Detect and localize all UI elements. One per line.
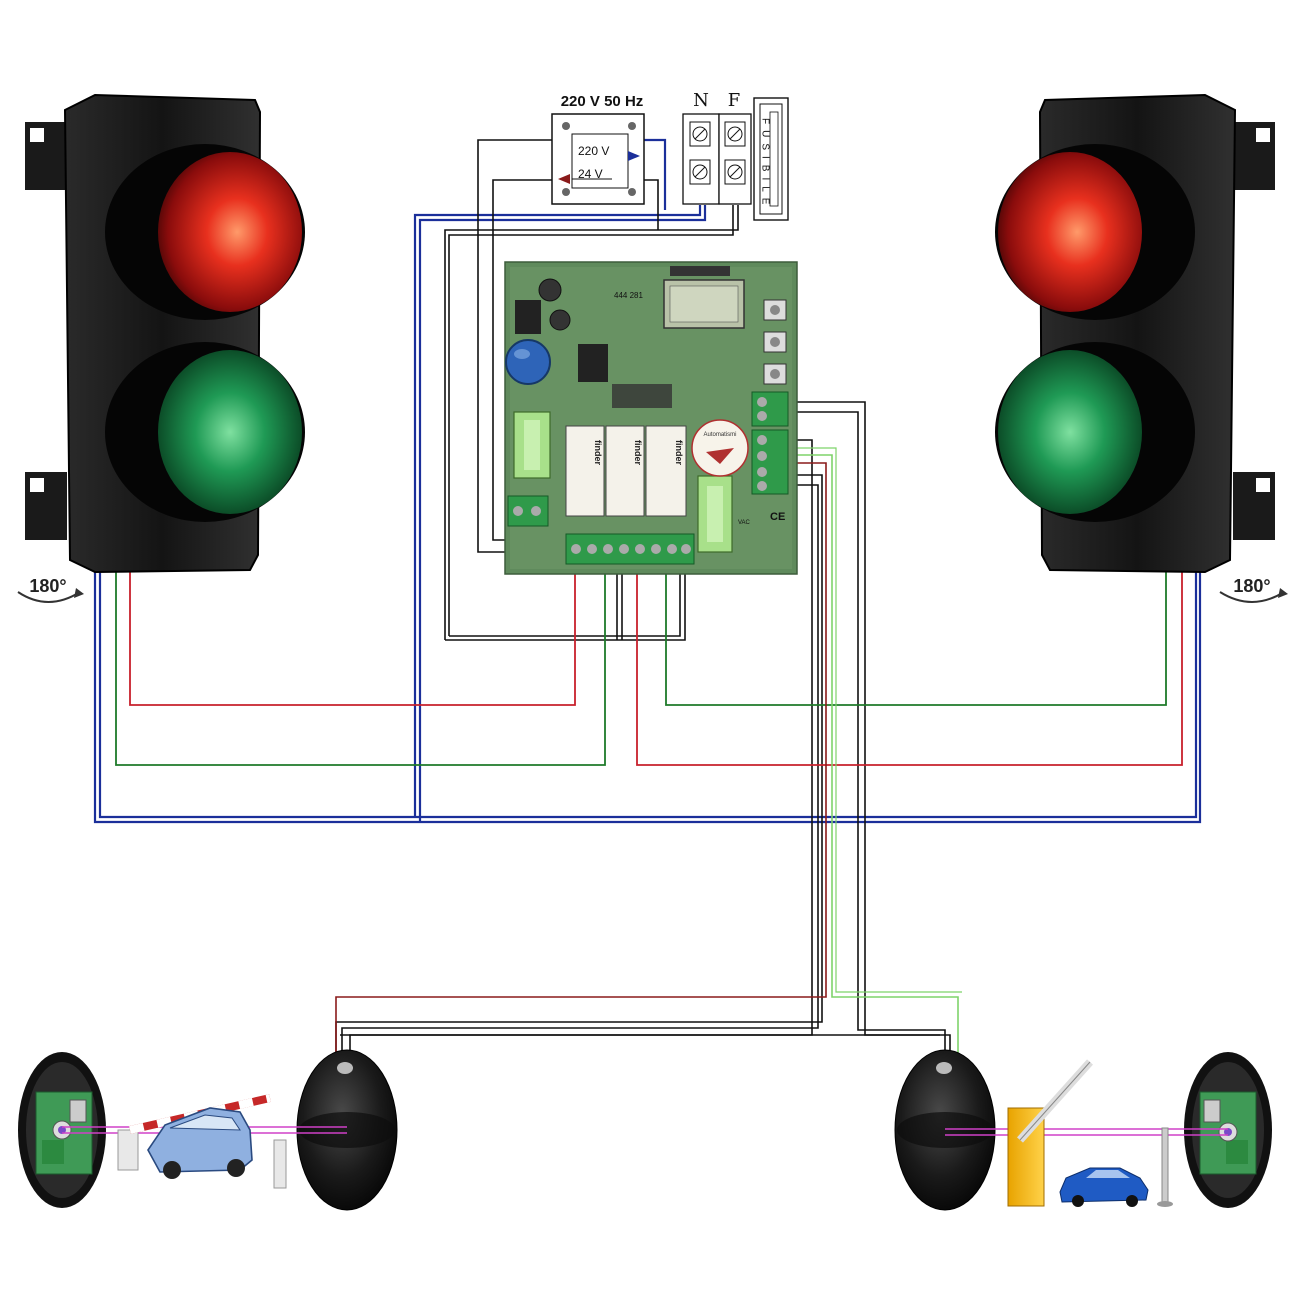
board-terminals-left: [507, 495, 549, 527]
board-badge: Automatismi: [691, 419, 749, 477]
scene-left-car-barrier: [117, 1094, 287, 1189]
traffic-light-right: 180°: [995, 93, 1288, 603]
ce-mark: CE: [770, 511, 785, 523]
terminal-label: VAC: [738, 520, 751, 526]
mains-terminals: N F: [682, 90, 752, 205]
capacitor-large: [505, 339, 551, 385]
board-model-code: 444 281: [614, 291, 643, 300]
supply-label: 220 V 50 Hz: [561, 93, 644, 110]
transformer-primary-label: 220 V: [578, 144, 609, 158]
relay-3: [645, 425, 687, 517]
relay-brand-1: finder: [593, 440, 603, 465]
red-lamp-icon: [158, 152, 302, 312]
board-terminals-right: [751, 391, 789, 495]
relay-brand-3: finder: [674, 440, 684, 465]
wires: [93, 138, 1202, 1055]
rotate-arrow-icon: [17, 591, 81, 603]
wire-lightgreen-photocell-2: [790, 447, 962, 993]
relay-2: [605, 425, 645, 517]
board-terminals-bottom: [565, 533, 695, 565]
wire-green-bundle: [115, 565, 1167, 766]
photocell-transmitter-right: [894, 1049, 996, 1211]
svg-text:Automatismi: Automatismi: [703, 432, 736, 438]
wire-black-bundle: [335, 139, 951, 1055]
red-lamp-icon: [998, 152, 1142, 312]
scene-right-barrier-car: [1007, 1059, 1173, 1207]
phase-label: F: [728, 90, 741, 111]
photocell-receiver-right: [1184, 1052, 1272, 1208]
arrow-right-icon: [628, 151, 640, 161]
arrow-left-icon: [558, 174, 570, 184]
capacitor-small: [538, 278, 562, 302]
wire-lightgreen-photocell: [790, 454, 959, 1055]
photocell-transmitter-left: [296, 1049, 398, 1211]
traffic-light-left: 180°: [17, 93, 305, 603]
green-lamp-icon: [158, 350, 302, 514]
wire-red-bundle: [129, 565, 1183, 766]
relay-1: [565, 425, 605, 517]
wire-darkred-photocell: [335, 462, 827, 1055]
transformer-secondary-label: 24 V: [578, 167, 603, 181]
fuse: FUSIBILE: [753, 97, 789, 221]
green-lamp-icon: [998, 350, 1142, 514]
rotate-arrow-icon: [1219, 591, 1285, 603]
relay-brand-2: finder: [633, 440, 643, 465]
relays: finder finder finder: [565, 425, 687, 517]
transformer: 220 V 50 Hz 220 V 24 V: [551, 93, 645, 205]
control-board: 444 281 finder finder finder: [504, 261, 798, 575]
rotation-label-left: 180°: [29, 576, 66, 596]
neutral-label: N: [693, 90, 709, 111]
rotation-label-right: 180°: [1233, 576, 1270, 596]
board-buttons: [763, 299, 787, 385]
wire-blue-bundle: [93, 138, 1202, 824]
fuse-label: FUSIBILE: [760, 118, 771, 210]
photocell-receiver-left: [18, 1052, 106, 1208]
